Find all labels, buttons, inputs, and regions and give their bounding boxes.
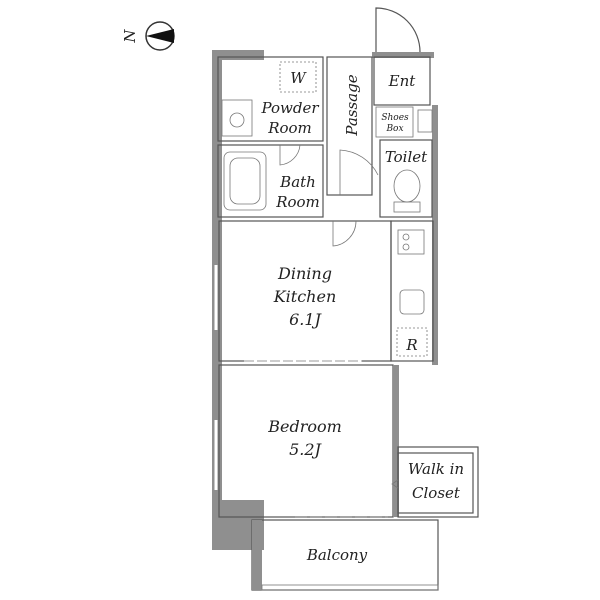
toilet-bowl-icon xyxy=(393,169,421,203)
entrance-cabinet xyxy=(417,109,433,133)
entrance: Ent Shoes Box xyxy=(373,7,433,138)
passage-label: Passage xyxy=(343,74,361,136)
passage-area xyxy=(326,56,373,196)
balcony: Balcony xyxy=(251,519,439,591)
shoes-box-label-line2: Box xyxy=(385,124,403,134)
closet-door-icon xyxy=(391,479,399,489)
dining-kitchen-label-line2: Kitchen xyxy=(273,287,337,306)
dining-kitchen: R Dining Kitchen 6.1J xyxy=(218,220,434,363)
compass-arrow-icon xyxy=(146,29,174,43)
powder-room-label-line1: Powder xyxy=(260,99,319,117)
compass-north-label: N xyxy=(121,29,139,44)
closet-outer xyxy=(397,446,479,518)
balcony-railing xyxy=(261,584,439,591)
dining-kitchen-label-line1: Dining xyxy=(277,264,332,283)
bathtub-inner-icon xyxy=(229,157,261,205)
burner-icon xyxy=(402,243,410,251)
refrigerator-label: R xyxy=(405,336,417,354)
refrigerator-space xyxy=(396,327,428,357)
toilet-label: Toilet xyxy=(385,148,428,166)
walk-in-closet-label-line2: Closet xyxy=(412,484,461,502)
sink-icon xyxy=(399,289,425,315)
powder-room: W Powder Room xyxy=(217,56,324,142)
shoes-box-label-line1: Shoes xyxy=(381,113,409,123)
toilet-tank-icon xyxy=(393,201,421,213)
passage: Passage xyxy=(326,56,379,196)
bath-room-area xyxy=(217,144,324,218)
walk-in-closet: Walk in Closet xyxy=(391,446,479,518)
bedroom-label: Bedroom xyxy=(267,417,342,436)
entrance-area xyxy=(373,56,431,106)
bath-room-label-line1: Bath xyxy=(279,173,316,191)
bath-door-swing-icon xyxy=(279,144,301,166)
washer-label: W xyxy=(290,69,307,87)
powder-room-label-line2: Room xyxy=(267,119,312,137)
powder-room-area xyxy=(217,56,324,142)
stove-icon xyxy=(397,229,425,255)
walk-in-closet-label-line1: Walk in xyxy=(408,460,464,478)
washbasin-icon xyxy=(221,99,253,137)
washer-space xyxy=(279,61,317,93)
washbasin-bowl-icon xyxy=(229,112,245,128)
shoes-box-area xyxy=(375,106,414,138)
compass: N xyxy=(121,21,175,51)
passage-door-swing-icon xyxy=(339,149,379,195)
toilet: Toilet xyxy=(379,139,433,218)
east-wall xyxy=(432,105,438,365)
bath-room: Bath Room xyxy=(217,144,324,218)
bath-room-label-line2: Room xyxy=(275,193,320,211)
burner-icon xyxy=(402,233,410,241)
walk-in-closet-area xyxy=(397,452,474,514)
bedroom-east-wall xyxy=(393,365,399,517)
kitchen-counter xyxy=(390,220,434,362)
entrance-wall-top xyxy=(372,52,434,58)
north-wall xyxy=(212,50,264,60)
bathtub-icon xyxy=(223,151,267,211)
balcony-west-wall xyxy=(252,520,262,590)
bedroom-size: 5.2J xyxy=(289,440,322,459)
dining-kitchen-size: 6.1J xyxy=(289,310,322,329)
toilet-area xyxy=(379,139,433,218)
bedroom: Bedroom 5.2J xyxy=(218,364,399,518)
kitchen-door-swing-icon xyxy=(332,220,357,247)
entrance-label: Ent xyxy=(388,72,417,90)
entrance-door-swing-icon xyxy=(375,7,421,53)
balcony-label: Balcony xyxy=(306,546,368,564)
